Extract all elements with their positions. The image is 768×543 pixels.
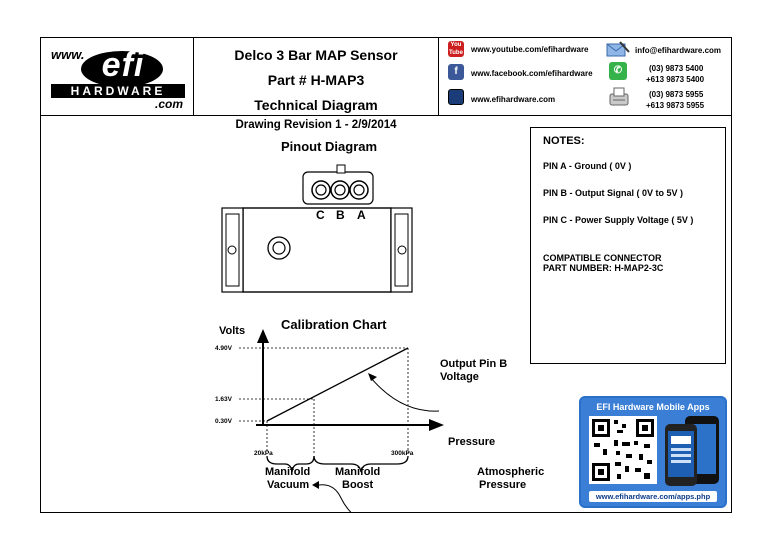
header-divider bbox=[41, 115, 731, 116]
vacuum-label-1: Manifold bbox=[265, 466, 311, 478]
output-pointer bbox=[370, 377, 440, 412]
email-icon bbox=[606, 41, 630, 57]
pin-label-b: B bbox=[336, 208, 345, 222]
fax-icon bbox=[609, 87, 629, 106]
y-tick-high: 4.90V bbox=[215, 345, 232, 352]
phone-2: +613 9873 5400 bbox=[646, 75, 705, 84]
phone-icon: ✆ bbox=[609, 62, 627, 80]
connector-latch bbox=[336, 164, 346, 174]
fax-2: +613 9873 5955 bbox=[646, 101, 705, 110]
facebook-link[interactable]: www.facebook.com/efihardware bbox=[471, 69, 593, 78]
pin-label-a: A bbox=[357, 208, 366, 222]
phones-image bbox=[665, 416, 719, 486]
efi-logo[interactable]: www. efi HARDWARE .com bbox=[51, 44, 185, 111]
logo-brand: efi bbox=[101, 46, 145, 84]
pin-c-socket bbox=[311, 180, 331, 200]
pin-b-socket bbox=[330, 180, 350, 200]
notes-box: NOTES: PIN A - Ground ( 0V ) PIN B - Out… bbox=[530, 127, 726, 364]
note-pin-b: PIN B - Output Signal ( 0V to 5V ) bbox=[543, 188, 684, 198]
output-curve bbox=[266, 347, 409, 422]
x-tick-300kpa: 300kPa bbox=[391, 450, 414, 457]
calibration-title: Calibration Chart bbox=[281, 317, 387, 332]
calibration-chart bbox=[239, 329, 444, 513]
boost-label-2: Boost bbox=[342, 479, 374, 491]
notes-heading: NOTES: bbox=[543, 135, 585, 147]
x-axis-arrow bbox=[429, 419, 444, 431]
youtube-link[interactable]: www.youtube.com/efihardware bbox=[471, 45, 589, 54]
phone-1: (03) 9873 5400 bbox=[649, 64, 704, 73]
atm-label-2: Pressure bbox=[479, 479, 527, 491]
pinout-title: Pinout Diagram bbox=[281, 139, 378, 154]
logo-oval bbox=[81, 51, 163, 87]
atm-label-1: Atmospheric bbox=[477, 466, 545, 478]
output-pointer-head bbox=[368, 373, 377, 381]
sensor-diagram bbox=[221, 164, 413, 293]
boost-brace bbox=[313, 455, 409, 473]
y-tick-mid: 1.63V bbox=[215, 396, 232, 403]
qr-code-icon[interactable] bbox=[589, 416, 657, 484]
website-link[interactable]: www.efihardware.com bbox=[471, 95, 556, 104]
vacuum-label-2: Vacuum bbox=[267, 479, 310, 491]
boost-label-1: Manifold bbox=[335, 466, 381, 478]
facebook-icon[interactable]: f bbox=[448, 64, 464, 80]
x-axis-label: Pressure bbox=[448, 436, 496, 448]
mobile-apps-panel[interactable]: EFI Hardware Mobile Apps bbox=[579, 396, 727, 508]
atm-pointer-head bbox=[312, 481, 319, 489]
header-divider-1 bbox=[193, 38, 194, 115]
youtube-icon[interactable]: You Tube bbox=[448, 41, 464, 57]
guide-lines bbox=[239, 347, 409, 453]
logo-hardware: HARDWARE bbox=[70, 84, 166, 98]
note-pin-a: PIN A - Ground ( 0V ) bbox=[543, 161, 632, 171]
logo-hardware-bar bbox=[51, 84, 185, 98]
logo-www: www. bbox=[51, 47, 85, 62]
note-pin-c: PIN C - Power Supply Voltage ( 5V ) bbox=[543, 215, 694, 225]
drawing-sheet: www. efi HARDWARE .com Delco 3 Bar MAP S… bbox=[40, 37, 732, 513]
title-line-1: Delco 3 Bar MAP Sensor bbox=[234, 47, 398, 63]
pin-label-c: C bbox=[316, 208, 325, 222]
y-axis-label: Volts bbox=[219, 325, 246, 337]
fax-1: (03) 9873 5955 bbox=[649, 90, 704, 99]
x-tick-20kpa: 20kPa bbox=[254, 450, 273, 457]
y-tick-low: 0.30V bbox=[215, 418, 232, 425]
email-link[interactable]: info@efihardware.com bbox=[635, 46, 722, 55]
note-connector-2: PART NUMBER: H-MAP2-3C bbox=[543, 263, 664, 273]
title-line-2: Part # H-MAP3 bbox=[267, 72, 365, 88]
apps-url[interactable]: www.efihardware.com/apps.php bbox=[589, 491, 717, 502]
pin-a-socket bbox=[349, 180, 369, 200]
vacuum-brace bbox=[266, 455, 315, 473]
output-label-1: Output Pin B bbox=[440, 358, 508, 370]
atm-pointer bbox=[318, 484, 353, 513]
header-divider-2 bbox=[438, 38, 439, 115]
revision-text: Drawing Revision 1 - 2/9/2014 bbox=[235, 119, 397, 131]
note-connector-1: COMPATIBLE CONNECTOR bbox=[543, 253, 662, 263]
logo-com: .com bbox=[154, 97, 183, 111]
y-axis-arrow bbox=[257, 329, 269, 343]
apps-title: EFI Hardware Mobile Apps bbox=[596, 402, 710, 412]
title-line-3: Technical Diagram bbox=[254, 97, 378, 113]
vacuum-port bbox=[267, 236, 291, 260]
title-block: Delco 3 Bar MAP Sensor Part # H-MAP3 Tec… bbox=[194, 38, 438, 132]
output-label-2: Voltage bbox=[440, 371, 479, 383]
website-icon[interactable] bbox=[448, 89, 464, 105]
